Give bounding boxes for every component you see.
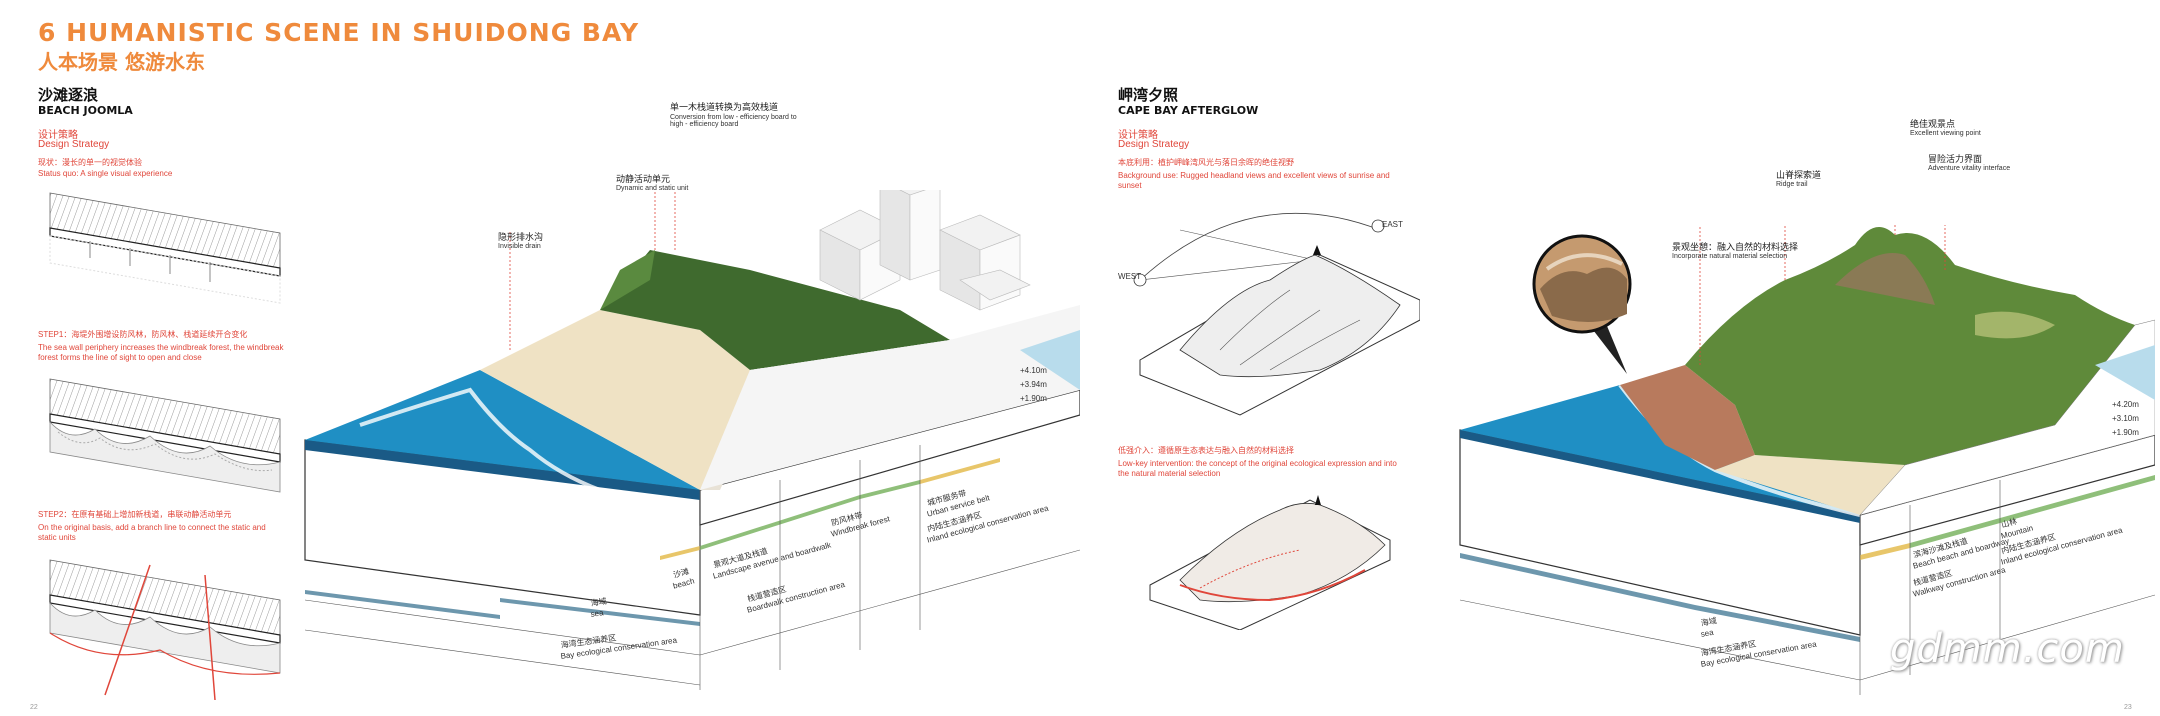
page-number-right: 23 xyxy=(2124,704,2132,711)
cape-mountain xyxy=(1685,227,2135,465)
annotation-1-cn: 单一木栈道转换为高效栈道 xyxy=(670,102,779,112)
left-zone-1-en: sea xyxy=(590,608,605,619)
left-step1-cn: STEP1：海堤外围增设防风林，防风林、栈道延续开合变化 xyxy=(38,330,248,339)
right-strategy-en: Design Strategy xyxy=(1118,139,1190,150)
page-number-left: 22 xyxy=(30,704,38,711)
right-elevation-1: +4.20m xyxy=(2112,400,2139,409)
right-elevation-3: +1.90m xyxy=(2112,428,2139,437)
left-section-title-en: BEACH JOOMLA xyxy=(38,104,133,117)
right-annotation-4-en: Incorporate natural material selection xyxy=(1672,253,1788,260)
right-status-cn: 本底利用：植护岬峰湾风光与落日余晖的绝佳视野 xyxy=(1118,158,1294,167)
rock-photo-callout xyxy=(1532,234,1632,374)
right-strategy-cn: 设计策略 xyxy=(1118,130,1158,141)
cape-isometric-model xyxy=(1459,225,2155,695)
page-title-cn: 人本场景 悠游水东 xyxy=(38,50,205,74)
beach-isometric-model xyxy=(304,190,1080,690)
left-status-en: Status quo: A single visual experience xyxy=(38,169,173,178)
left-elevation-1: +4.10m xyxy=(1020,366,1047,375)
right-elevation-2: +3.10m xyxy=(2112,414,2139,423)
sun-west-label: WEST xyxy=(1118,272,1142,281)
right-annotation-2-en: Adventure vitality interface xyxy=(1928,165,2011,172)
left-status-cn: 现状：漫长的单一的视觉体验 xyxy=(38,158,142,167)
annotation-1-en: Conversion from low - efficiency board t… xyxy=(670,114,797,128)
right-annotation-1-en: Excellent viewing point xyxy=(1910,130,1981,137)
intervention-diagram xyxy=(1149,495,1391,630)
right-annotation-1-cn: 绝佳观景点 xyxy=(1910,119,1956,129)
left-strategy-en: Design Strategy xyxy=(38,139,110,150)
page-title-en: 6 HUMANISTIC SCENE IN SHUIDONG BAY xyxy=(38,18,640,47)
annotation-2-en: Dynamic and static unit xyxy=(616,185,689,192)
left-step2-en: On the original basis, add a branch line… xyxy=(38,523,266,542)
cape-rocks xyxy=(1620,365,1755,470)
right-intervention-en: Low-key intervention: the concept of the… xyxy=(1118,459,1397,478)
right-section-title-en: CAPE BAY AFTERGLOW xyxy=(1118,104,1259,117)
right-annotation-2-cn: 冒险活力界面 xyxy=(1928,154,1983,164)
windbreak-forest xyxy=(600,250,950,370)
left-step1-en: The sea wall periphery increases the win… xyxy=(38,343,284,362)
left-step2-cn: STEP2：在原有基础上增加新栈道，串联动静活动单元 xyxy=(38,510,232,519)
right-annotation-3-en: Ridge trail xyxy=(1776,181,1808,188)
sun-path-diagram xyxy=(1133,212,1420,416)
left-zone-1-cn: 海域 xyxy=(590,596,608,608)
left-elevation-3: +1.90m xyxy=(1020,394,1047,403)
right-section-title-cn: 岬湾夕照 xyxy=(1118,86,1179,104)
right-status-en: Background use: Rugged headland views an… xyxy=(1118,171,1390,190)
status-quo-diagram xyxy=(49,192,281,304)
left-elevation-2: +3.94m xyxy=(1020,380,1047,389)
beach-sand xyxy=(480,310,750,490)
annotation-2-cn: 动静活动单元 xyxy=(616,174,671,184)
annotation-3-en: Invisible drain xyxy=(498,243,541,250)
sun-east-icon xyxy=(1371,219,1385,233)
annotation-3-cn: 隐形排水沟 xyxy=(498,232,544,242)
right-annotation-4-cn: 景观坐憩：融入自然的材料选择 xyxy=(1672,242,1799,252)
step1-diagram xyxy=(49,378,281,493)
sun-west-icon xyxy=(1133,273,1147,287)
left-strategy-cn: 设计策略 xyxy=(38,130,78,141)
watermark: gdmm.com xyxy=(1890,626,2125,672)
right-annotation-3-cn: 山脊探索道 xyxy=(1776,170,1822,180)
step2-diagram xyxy=(49,559,281,701)
left-section-title-cn: 沙滩逐浪 xyxy=(38,86,99,104)
right-intervention-cn: 低强介入：遵循原生态表达与融入自然的材料选择 xyxy=(1118,446,1294,455)
sun-east-label: EAST xyxy=(1382,220,1403,229)
